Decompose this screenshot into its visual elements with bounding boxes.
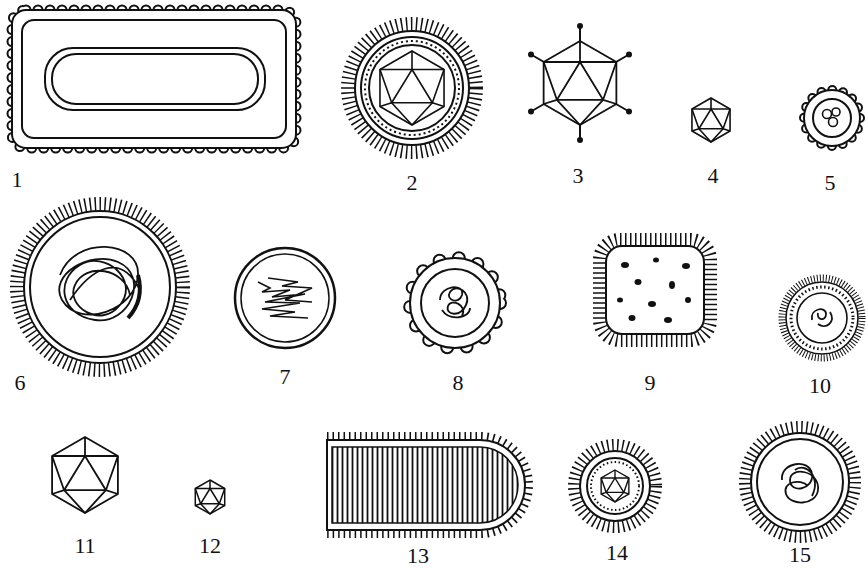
figure-2	[348, 24, 476, 152]
callout-number: 8	[453, 372, 464, 394]
callout-number: 11	[74, 535, 95, 557]
callout-number: 12	[199, 535, 221, 557]
callout-number: 3	[573, 165, 584, 187]
figure-9	[600, 240, 710, 340]
callout-number: 6	[15, 372, 26, 394]
callout-number: 2	[407, 172, 418, 194]
figure-1	[12, 10, 296, 148]
figure-14	[574, 445, 656, 527]
callout-number: 7	[280, 366, 291, 388]
figure-12	[195, 480, 224, 514]
callout-number: 13	[407, 545, 429, 567]
callout-number: 10	[809, 375, 831, 397]
figure-13	[327, 440, 525, 530]
figure-10	[782, 278, 862, 358]
figure-15	[745, 427, 855, 537]
figure-8	[410, 258, 500, 348]
callout-number: 14	[606, 542, 628, 564]
callout-number: 15	[789, 544, 811, 566]
figure-3	[528, 23, 632, 143]
figure-5	[804, 90, 860, 146]
callout-number: 4	[708, 165, 719, 187]
figure-11	[52, 437, 118, 513]
figure-7	[235, 248, 335, 348]
callout-number: 9	[645, 372, 656, 394]
callout-number: 5	[825, 172, 836, 194]
callout-number: 1	[12, 169, 23, 191]
figure-4	[692, 98, 730, 142]
figure-6	[17, 204, 183, 370]
